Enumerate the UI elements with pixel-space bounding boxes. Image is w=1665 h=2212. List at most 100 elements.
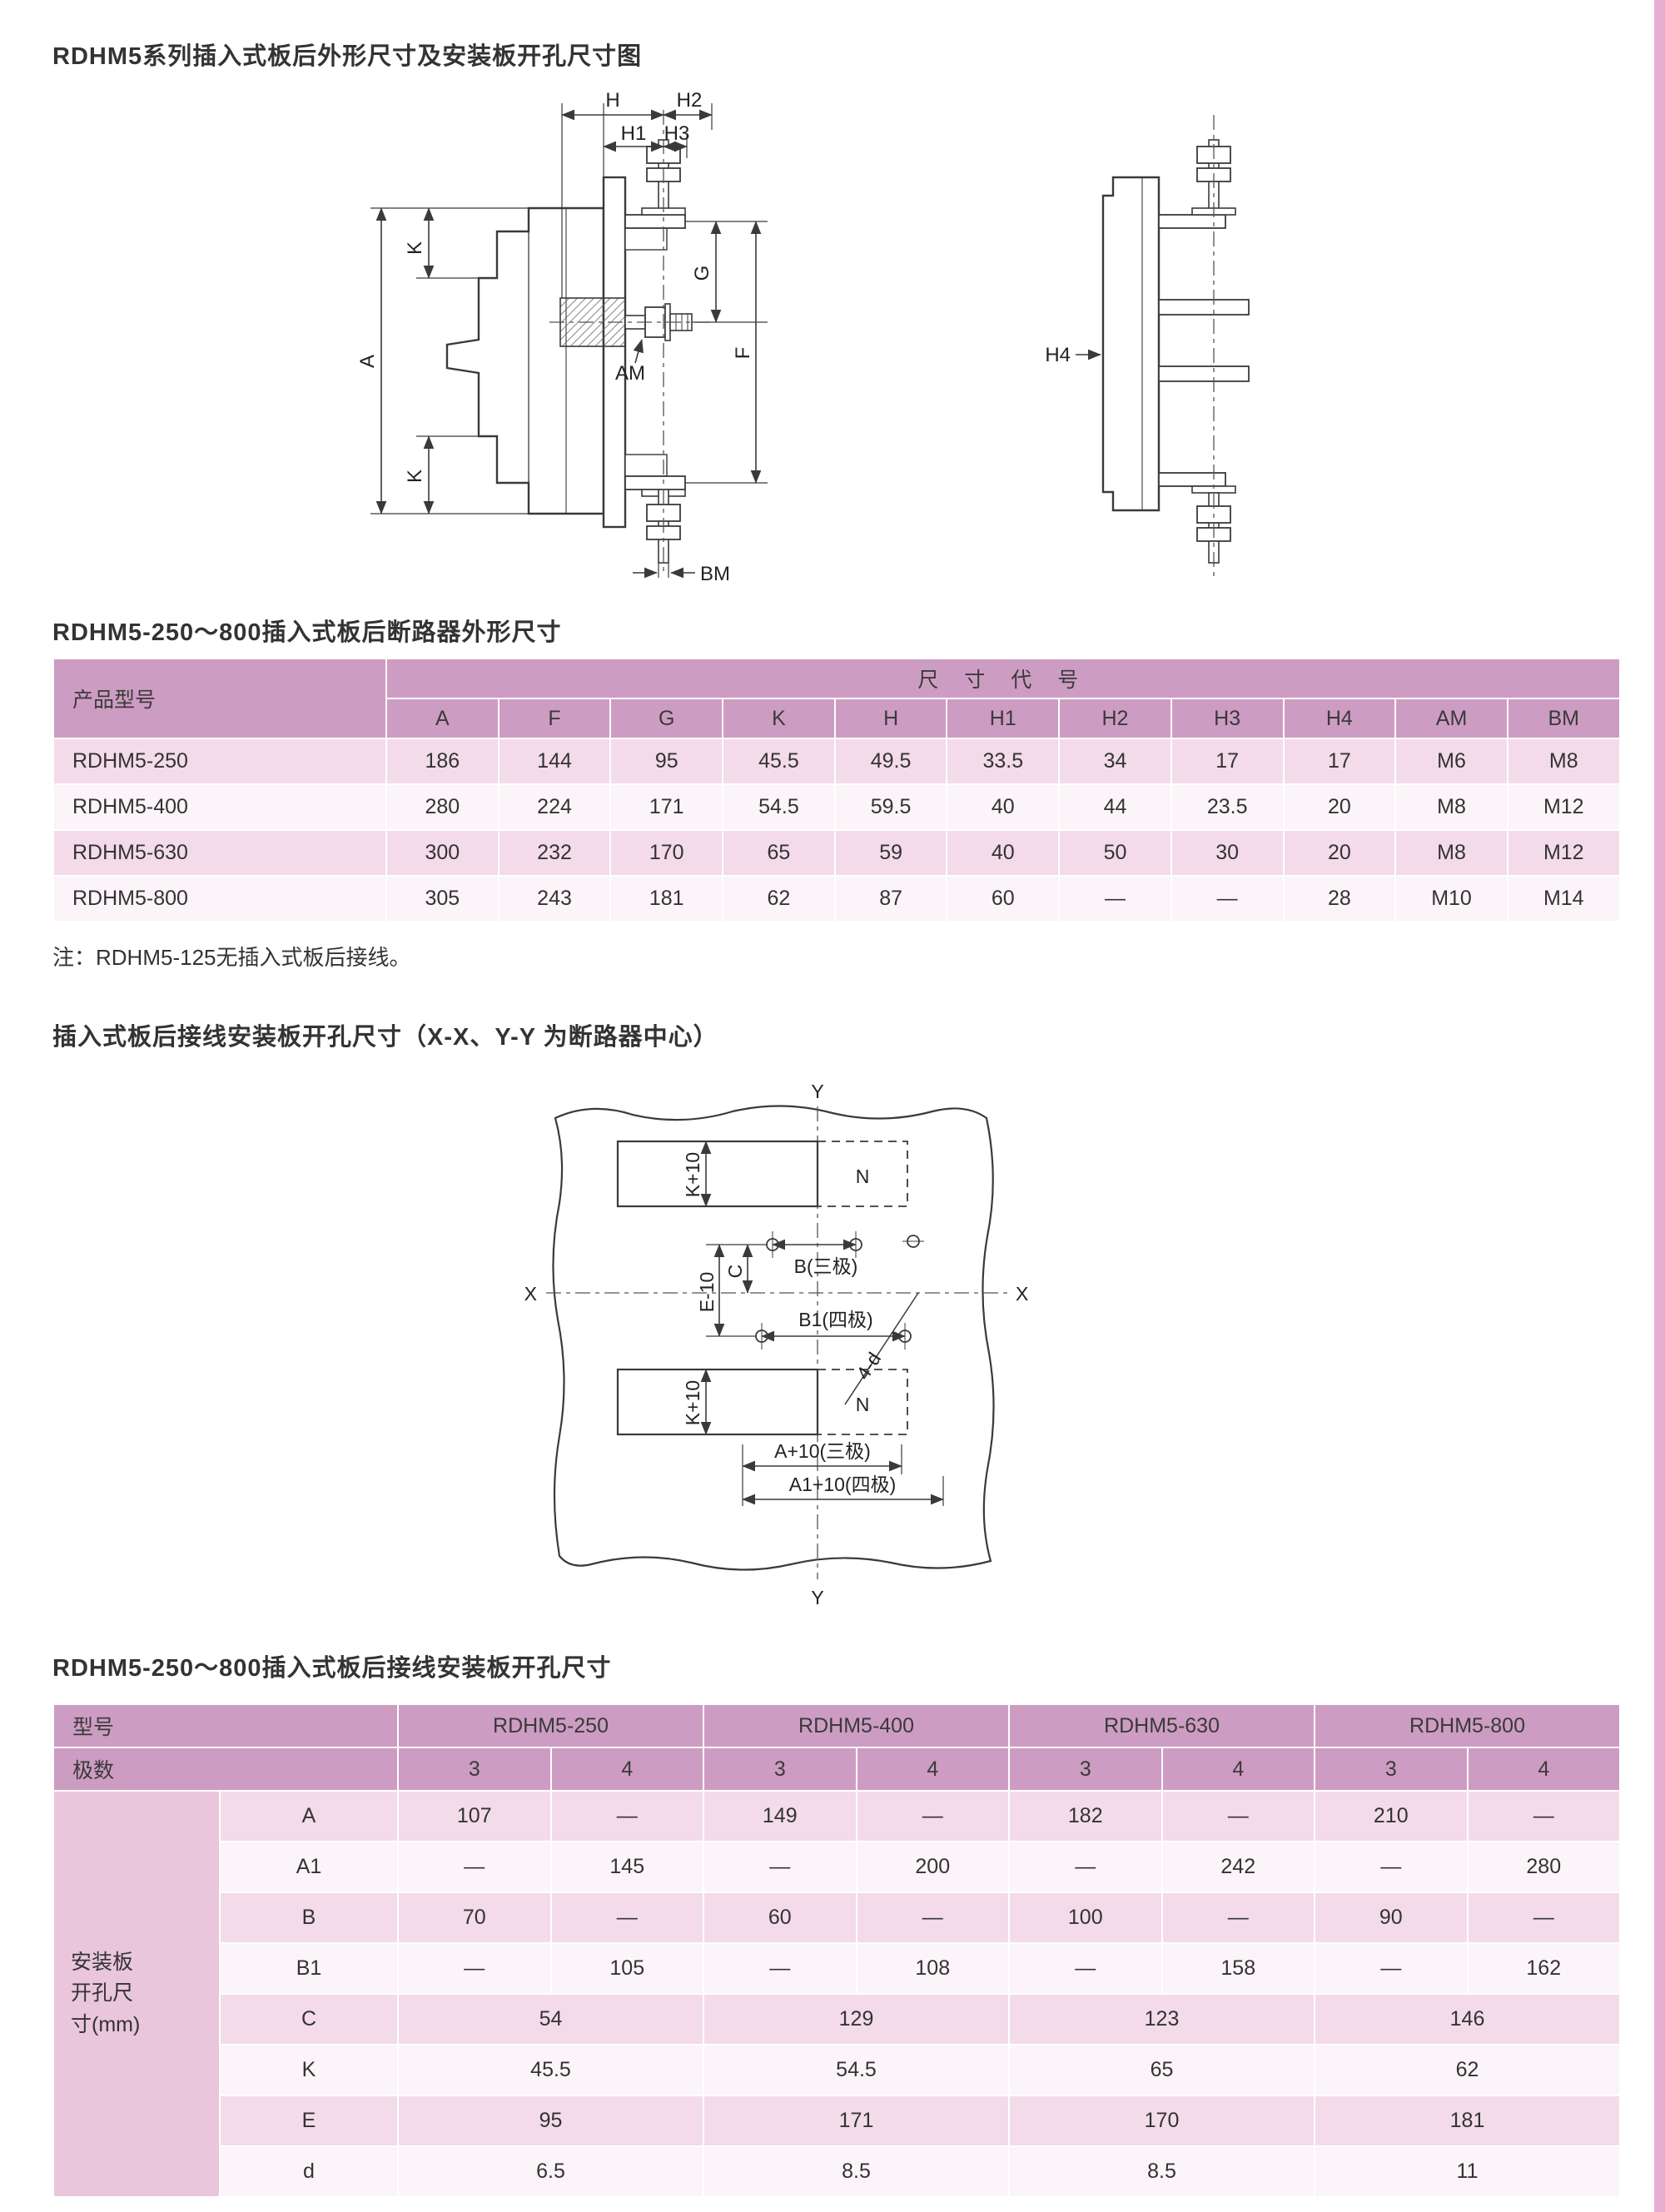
model-cell: RDHM5-800 [52,875,387,922]
value-cell: 54.5 [722,783,836,831]
value-cell: — [1008,1942,1163,1995]
pole-cell: 4 [855,1747,1011,1792]
dims-group-header: 尺 寸 代 号 [385,658,1621,699]
dim-label-f: F [732,347,754,360]
value-cell: 158 [1161,1942,1316,1995]
pole-cell: 3 [703,1747,857,1792]
value-cell: M8 [1394,829,1508,877]
table-row: E 95 171 170 181 [53,2095,1622,2147]
dim-label-h1: H1 [621,122,647,145]
value-cell: 20 [1282,783,1397,831]
dim-label-h4: H4 [1045,344,1071,366]
dimension-lines [375,109,1101,579]
value-cell: — [855,1891,1011,1944]
value-cell: 108 [855,1942,1011,1995]
value-cell: 6.5 [397,2145,705,2198]
mounting-plate-outline [552,1105,995,1571]
value-cell: 65 [722,829,836,877]
header-cell: A [385,698,500,739]
table-row: A F G K H H1 H2 H3 H4 AM BM [53,698,1621,739]
value-cell: 243 [497,875,612,922]
dimension-lines-2 [700,1141,944,1505]
model-column-header: 产品型号 [52,658,387,739]
value-cell: — [855,1790,1011,1842]
table-row: RDHM5-800 305 243 181 62 87 60 — — 28 M1… [52,875,1621,922]
value-cell: M14 [1506,875,1621,922]
value-cell: 171 [703,2095,1011,2147]
table-row: A1 — 145 — 200 — 242 — 280 [53,1841,1622,1893]
dim-label-b3: B(三极) [794,1255,858,1277]
pole-cell: 4 [549,1747,705,1792]
value-cell: 62 [722,875,836,922]
value-cell: 60 [703,1891,857,1944]
param-cell: E [218,2095,400,2147]
value-cell: — [703,1942,857,1995]
value-cell: — [1161,1891,1316,1944]
dim-label-k10-bottom: K+10 [682,1380,703,1425]
value-cell: 123 [1008,1993,1316,2045]
model-header-cell: RDHM5-630 [1008,1703,1316,1748]
value-cell: 65 [1008,2044,1316,2096]
value-cell: 144 [497,738,612,785]
value-cell: 200 [855,1841,1011,1893]
dim-label-c: C [724,1265,746,1279]
dim-label-k-bottom: K [404,470,426,483]
value-cell: 17 [1170,738,1285,785]
dim-label-b1-4: B1(四极) [798,1309,872,1330]
header-cell: H4 [1282,698,1397,739]
value-cell: 145 [549,1841,705,1893]
param-cell: C [218,1993,400,2045]
table-row: 产品型号 尺 寸 代 号 [52,658,1621,739]
value-cell: 45.5 [397,2044,705,2096]
table-row: 极数 3 4 3 4 3 4 3 4 [52,1747,1622,1792]
table-row: RDHM5-400 280 224 171 54.5 59.5 40 44 23… [52,783,1621,831]
cutout-dimensions-table: 型号 RDHM5-250 RDHM5-400 RDHM5-630 RDHM5-8… [52,1703,1622,2198]
dim-label-a: A [356,355,379,368]
table-row: RDHM5-250 186 144 95 45.5 49.5 33.5 34 1… [52,738,1621,785]
dim-label-am: AM [615,362,645,385]
value-cell: — [1466,1891,1622,1944]
value-cell: — [1008,1841,1163,1893]
value-cell: 59.5 [833,783,948,831]
value-cell: 280 [385,783,500,831]
dim-label-h2: H2 [677,92,703,112]
value-cell: 242 [1161,1841,1316,1893]
header-cell: BM [1506,698,1621,739]
value-cell: — [1058,875,1172,922]
value-cell: 129 [703,1993,1011,2045]
outline-dimension-drawing: H H2 H1 H3 K A K G F AM BM H4 [356,92,1250,583]
value-cell: — [703,1841,857,1893]
value-cell: 33.5 [946,738,1061,785]
model-cell: RDHM5-400 [52,783,387,831]
table-row: K 45.5 54.5 65 62 [53,2044,1622,2096]
breaker-side-view [445,139,693,564]
model-cell: RDHM5-630 [52,829,387,877]
pole-cell: 3 [1314,1747,1469,1792]
table-row: 型号 RDHM5-250 RDHM5-400 RDHM5-630 RDHM5-8… [52,1703,1622,1748]
param-cell: K [218,2044,400,2096]
value-cell: 170 [609,829,724,877]
value-cell: 105 [549,1942,705,1995]
pole-cell: 4 [1466,1747,1622,1792]
model-header-cell: RDHM5-250 [397,1703,705,1748]
mounting-plate-drawing: Y Y X X K+10 E-10 C K+10 B(三极) B1(四极) A+… [524,1081,1029,1608]
centerlines [549,110,1215,579]
table-row: RDHM5-630 300 232 170 65 59 40 50 30 20 … [52,829,1621,877]
value-cell: 149 [703,1790,857,1842]
value-cell: 45.5 [722,738,836,785]
value-cell: 182 [1008,1790,1163,1842]
value-cell: 34 [1058,738,1172,785]
header-cell: K [722,698,836,739]
value-cell: 8.5 [1008,2145,1316,2198]
value-cell: 11 [1314,2145,1622,2198]
value-cell: 87 [833,875,948,922]
param-cell: A [218,1790,400,1842]
diagram2-title: 插入式板后接线安装板开孔尺寸（X-X、Y-Y 为断路器中心） [52,1024,718,1051]
value-cell: 162 [1466,1942,1622,1995]
model-header-cell: RDHM5-400 [703,1703,1011,1748]
dim-label-a3: A+10(三极) [774,1440,871,1462]
param-cell: d [218,2145,400,2198]
value-cell: 60 [946,875,1061,922]
header-cell: AM [1394,698,1508,739]
